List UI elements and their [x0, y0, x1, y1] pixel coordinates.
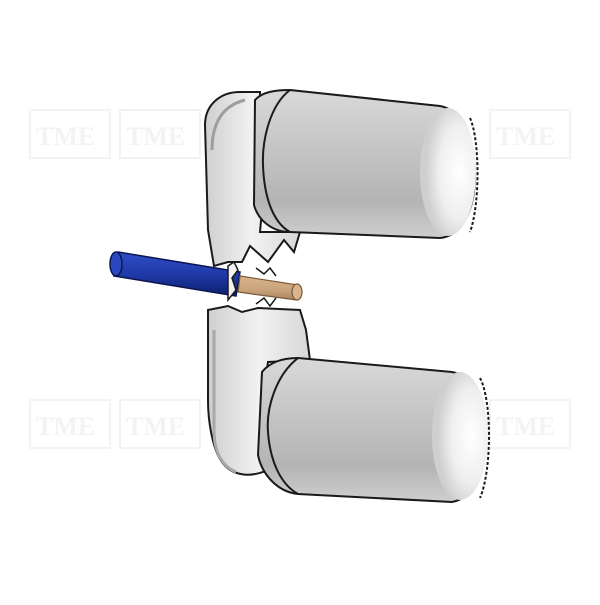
svg-text:TME: TME: [496, 122, 555, 151]
svg-text:TME: TME: [126, 412, 185, 441]
insulation-cut-mark: [227, 260, 239, 303]
watermark-logo: TME: [119, 399, 201, 449]
svg-text:TME: TME: [36, 122, 95, 151]
watermark-logo: TME: [119, 109, 201, 159]
svg-text:TME: TME: [126, 122, 185, 151]
svg-text:TME: TME: [36, 412, 95, 441]
watermark-logo: TME: [29, 399, 111, 449]
wire-conductor: [237, 275, 299, 301]
upper-arm: [203, 88, 479, 268]
blade-teeth: [255, 266, 277, 308]
upper-cap-edge: [469, 117, 479, 233]
lower-handle-cap: [432, 372, 488, 500]
lower-cap-edge: [479, 377, 490, 499]
watermark-group: TME TME TME TME TME TME: [29, 109, 571, 449]
lower-plate-edge: [212, 330, 237, 474]
lower-sleeve-rim: [266, 357, 299, 495]
upper-sleeve-rim: [261, 89, 291, 233]
wire-insulation-end: [109, 251, 123, 277]
upper-handle-cap: [420, 108, 476, 236]
svg-text:TME: TME: [496, 412, 555, 441]
wire-conductor-tip: [291, 283, 303, 301]
upper-plate-edge: [210, 98, 246, 151]
watermark-logo: TME: [29, 109, 111, 159]
watermark-logo: TME: [489, 109, 571, 159]
lower-arm: [207, 304, 490, 504]
wire: [109, 251, 303, 308]
watermark-logo: TME: [489, 399, 571, 449]
